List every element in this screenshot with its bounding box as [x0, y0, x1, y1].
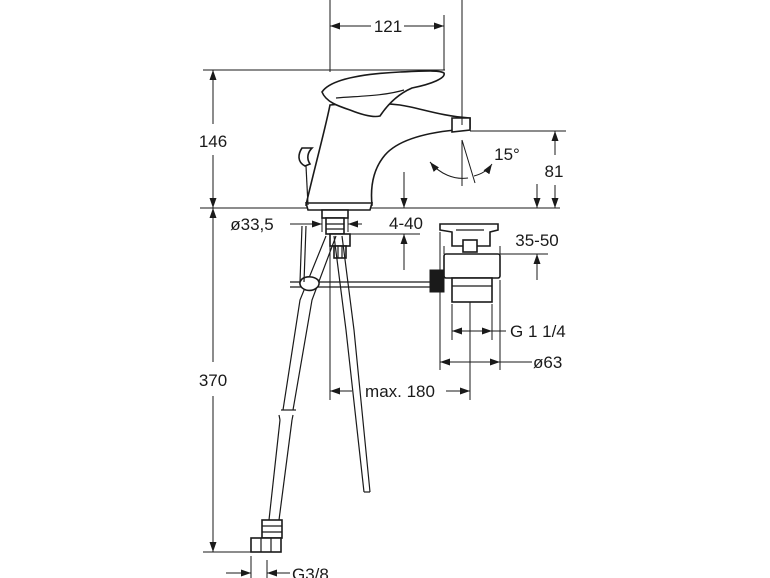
dim-81-lines — [470, 130, 566, 208]
dim-diameter-33-label: ø33,5 — [230, 215, 273, 234]
dim-121-label: 121 — [374, 17, 402, 36]
dim-15deg-lines — [429, 139, 493, 186]
dim-diameter-63-lines — [439, 232, 532, 370]
dim-max180-label: max. 180 — [365, 382, 435, 401]
pop-up-rod — [290, 225, 436, 292]
supply-hose — [250, 235, 337, 553]
dim-4-40-lines — [350, 172, 420, 270]
waste-fitting — [429, 223, 501, 303]
dim-15deg-label: 15° — [494, 145, 520, 164]
dim-370-lines — [203, 208, 262, 553]
dim-g114-label: G 1 1/4 — [510, 322, 566, 341]
dim-g38-label: G3/8 — [292, 565, 329, 578]
dim-121-lines — [329, 0, 463, 125]
dim-g38-lines — [226, 556, 290, 578]
dim-diameter-63-label: ø63 — [533, 353, 562, 372]
dim-146-lines — [203, 69, 445, 208]
dim-370-label: 370 — [199, 371, 227, 390]
dim-146-label: 146 — [199, 132, 227, 151]
dim-81-label: 81 — [545, 162, 564, 181]
second-hose — [333, 235, 371, 493]
dim-diameter-33-lines — [290, 212, 362, 232]
dim-35-50-label: 35-50 — [515, 231, 558, 250]
dim-g114-lines — [451, 304, 506, 340]
dim-35-50-lines — [500, 184, 548, 280]
dim-max180-lines — [329, 246, 471, 400]
dim-4-40-label: 4-40 — [389, 214, 423, 233]
faucet-body — [298, 70, 471, 211]
